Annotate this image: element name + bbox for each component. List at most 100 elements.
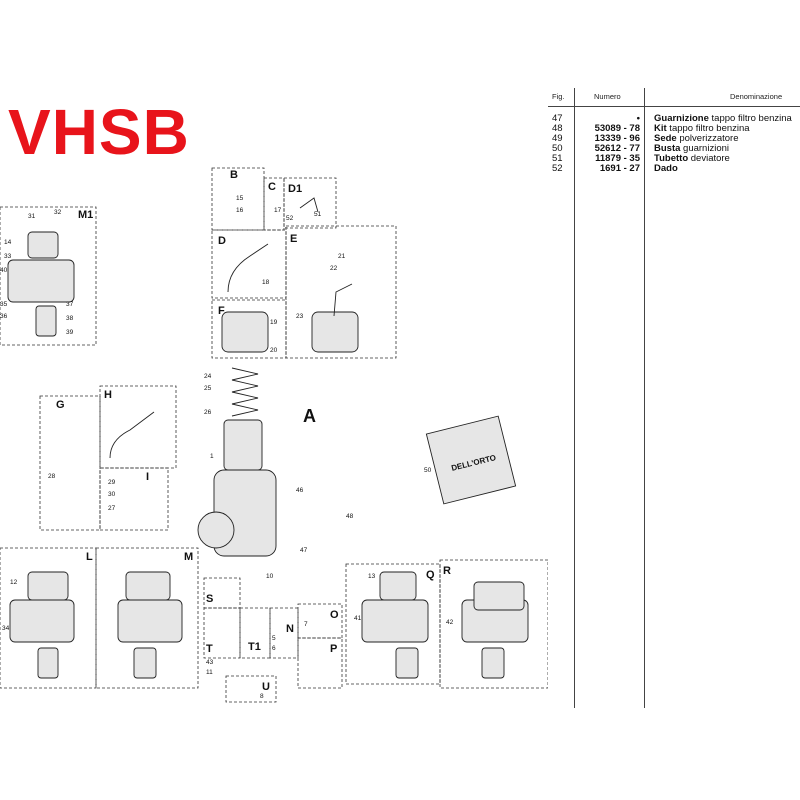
choke-cable-h bbox=[109, 411, 155, 459]
panel-label-n: N bbox=[286, 623, 294, 635]
callout-29: 29 bbox=[108, 479, 116, 486]
callout-11: 11 bbox=[206, 669, 213, 676]
callout-24: 24 bbox=[204, 373, 212, 380]
row-name-bold: Kit bbox=[654, 123, 667, 134]
callout-35: 35 bbox=[0, 301, 8, 308]
row-fig: 47 bbox=[552, 113, 563, 124]
panel-label-q: Q bbox=[426, 569, 435, 581]
main-assembly-label: A bbox=[303, 406, 316, 426]
row-code: 1691 - 27 bbox=[599, 163, 640, 174]
callout-8: 8 bbox=[260, 693, 264, 700]
callout-30: 30 bbox=[108, 491, 116, 498]
panel-label-m: M bbox=[184, 551, 193, 563]
callout-52: 52 bbox=[286, 215, 294, 222]
row-code: • bbox=[636, 113, 640, 124]
row-name-bold: Dado bbox=[654, 163, 678, 174]
float-l bbox=[27, 571, 69, 601]
panel-q-box bbox=[345, 563, 441, 685]
callout-5: 5 bbox=[272, 635, 276, 642]
column-header-fig: Fig. bbox=[552, 92, 565, 101]
panel-label-c: C bbox=[268, 181, 276, 193]
callout-7: 7 bbox=[304, 621, 308, 628]
float-bowl-l bbox=[9, 599, 75, 643]
slide-valve bbox=[223, 419, 263, 471]
callout-6: 6 bbox=[272, 645, 276, 652]
row-name: Kit tappo filtro benzina bbox=[654, 124, 750, 134]
float-bowl-q bbox=[361, 599, 429, 643]
callout-42: 42 bbox=[446, 619, 454, 626]
row-code: 52612 - 77 bbox=[594, 143, 640, 154]
callout-46: 46 bbox=[296, 487, 304, 494]
row-fig: 50 bbox=[552, 143, 563, 154]
panel-e-box bbox=[285, 225, 397, 359]
top-cap-e bbox=[311, 311, 359, 353]
panel-i-box bbox=[99, 467, 169, 531]
panel-m-box bbox=[95, 547, 199, 689]
carburetor-intake bbox=[197, 511, 235, 549]
panel-label-b: B bbox=[230, 169, 238, 181]
callout-26: 26 bbox=[204, 409, 212, 416]
row-name-bold: Guarnizione bbox=[654, 113, 709, 124]
callout-34: 34 bbox=[2, 625, 10, 632]
table-row: 47 • Guarnizione tappo filtro benzina bbox=[548, 114, 800, 124]
panel-m1-box bbox=[0, 206, 97, 346]
callout-13: 13 bbox=[368, 573, 376, 580]
row-name-rest: tappo filtro benzina bbox=[708, 113, 792, 124]
panel-label-d: D bbox=[218, 235, 226, 247]
panel-label-l: L bbox=[86, 551, 93, 563]
float-r bbox=[473, 581, 525, 611]
float-m bbox=[125, 571, 171, 601]
row-name: Busta guarnizioni bbox=[654, 144, 729, 154]
row-name-rest: polverizzatore bbox=[676, 133, 739, 144]
callout-43: 43 bbox=[206, 659, 214, 666]
panel-label-f: F bbox=[218, 305, 225, 317]
panel-label-t1: T1 bbox=[248, 641, 261, 653]
panel-label-d1: D1 bbox=[288, 183, 302, 195]
panel-label-h: H bbox=[104, 389, 112, 401]
callout-22: 22 bbox=[330, 265, 338, 272]
row-fig: 48 bbox=[552, 123, 563, 134]
panel-f-box bbox=[211, 299, 287, 359]
callout-20: 20 bbox=[270, 347, 278, 354]
callout-31: 31 bbox=[28, 213, 36, 220]
drain-plug-l bbox=[37, 647, 59, 679]
row-name-bold: Sede bbox=[654, 133, 677, 144]
panel-g-box bbox=[39, 395, 101, 531]
callout-19: 19 bbox=[270, 319, 278, 326]
callout-1: 1 bbox=[210, 453, 214, 460]
top-cap-f bbox=[221, 311, 269, 353]
panel-label-u: U bbox=[262, 681, 270, 693]
panel-label-e: E bbox=[290, 233, 297, 245]
callout-15: 15 bbox=[236, 195, 244, 202]
callout-16: 16 bbox=[236, 207, 244, 214]
row-name-rest: deviatore bbox=[688, 153, 730, 164]
callout-28: 28 bbox=[48, 473, 56, 480]
callout-47: 47 bbox=[300, 547, 308, 554]
drain-plug-m bbox=[133, 647, 157, 679]
drain-plug-m1 bbox=[35, 305, 57, 337]
fuel-tube-e bbox=[333, 283, 353, 317]
row-name-rest: guarnizioni bbox=[680, 143, 729, 154]
panel-d1-box bbox=[283, 177, 337, 229]
panel-r-box bbox=[439, 559, 548, 689]
panel-u-box bbox=[225, 675, 277, 703]
callout-37: 37 bbox=[66, 301, 74, 308]
panel-p-box bbox=[297, 637, 343, 689]
panel-label-s: S bbox=[206, 593, 213, 605]
exploded-parts-diagram: M1 B C D1 D E F G H I L M S T T1 N O P U… bbox=[0, 167, 548, 703]
row-name: Sede polverizzatore bbox=[654, 134, 739, 144]
row-name-rest: tappo filtro benzina bbox=[666, 123, 750, 134]
row-code: 11879 - 35 bbox=[595, 153, 640, 164]
callout-23: 23 bbox=[296, 313, 304, 320]
callout-18: 18 bbox=[262, 279, 270, 286]
panel-label-g: G bbox=[56, 399, 65, 411]
gasket-bag bbox=[425, 415, 517, 505]
float-bowl-m1 bbox=[7, 259, 75, 303]
row-name: Dado bbox=[654, 164, 678, 174]
panel-label-m1: M1 bbox=[78, 209, 93, 221]
slide-spring bbox=[231, 367, 259, 417]
parts-table: Fig. Numero Denominazione 47•Guarnizione… bbox=[548, 88, 800, 708]
column-header-numero: Numero bbox=[594, 92, 621, 101]
